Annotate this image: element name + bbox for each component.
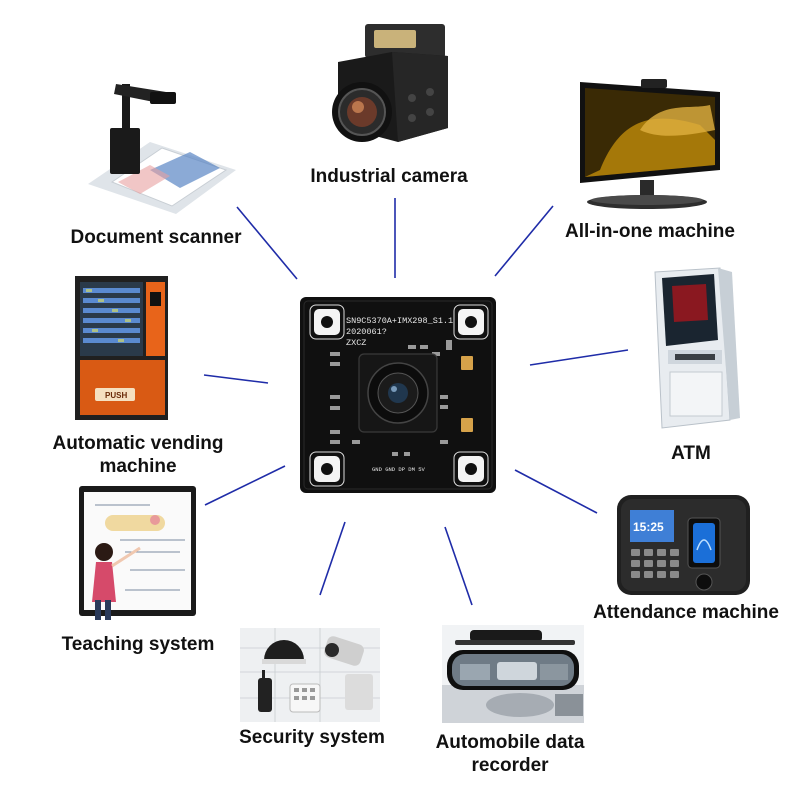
rearview-mirror-recorder-icon — [442, 625, 584, 723]
connector-line — [514, 469, 598, 514]
connector-line — [203, 374, 269, 384]
terminal-clock-text: 15:25 — [633, 520, 664, 534]
connector-line — [444, 526, 473, 606]
connector-line — [494, 205, 554, 277]
board-date-text: 2020061? — [346, 327, 387, 337]
label-automobile-data-recorder: Automobile data recorder — [435, 732, 585, 776]
label-automatic-vending-machine: Automatic vending machine — [52, 433, 224, 477]
vending-machine-icon: PUSH — [75, 276, 168, 420]
all-in-one-pc-icon — [580, 79, 720, 209]
board-pin-text: GND GND DP DM 5V — [372, 466, 426, 473]
label-all-in-one-machine: All-in-one machine — [565, 221, 735, 242]
label-security-system: Security system — [239, 727, 385, 748]
connector-line — [204, 465, 286, 506]
security-devices-icon — [240, 628, 380, 722]
crystal-component — [461, 356, 473, 370]
label-industrial-camera: Industrial camera — [310, 166, 468, 187]
connector-line — [236, 206, 298, 280]
smd-components — [330, 340, 452, 456]
fingerprint-terminal-icon: 15:25 — [617, 495, 750, 595]
vending-push-text: PUSH — [105, 391, 127, 400]
crystal-component — [461, 418, 473, 432]
label-atm: ATM — [671, 443, 711, 464]
label-attendance-machine: Attendance machine — [593, 602, 779, 623]
keypad-icon — [631, 549, 679, 578]
board-model-text: SN9C5370A+IMX298_S1.1 — [346, 316, 453, 326]
connector-line — [529, 349, 629, 366]
label-document-scanner: Document scanner — [70, 227, 242, 248]
label-teaching-system: Teaching system — [62, 634, 215, 655]
atm-icon — [654, 267, 740, 429]
camera-module-board: SN9C5370A+IMX298_S1.1 2020061? ZXCZ GND … — [300, 297, 496, 493]
connector-lines — [203, 198, 629, 606]
connector-line — [319, 521, 346, 596]
industrial-camera-icon — [332, 24, 448, 142]
document-scanner-icon — [88, 84, 236, 214]
board-code-text: ZXCZ — [346, 338, 366, 348]
smart-board-icon — [79, 486, 196, 620]
lens-holder-icon — [358, 353, 438, 433]
